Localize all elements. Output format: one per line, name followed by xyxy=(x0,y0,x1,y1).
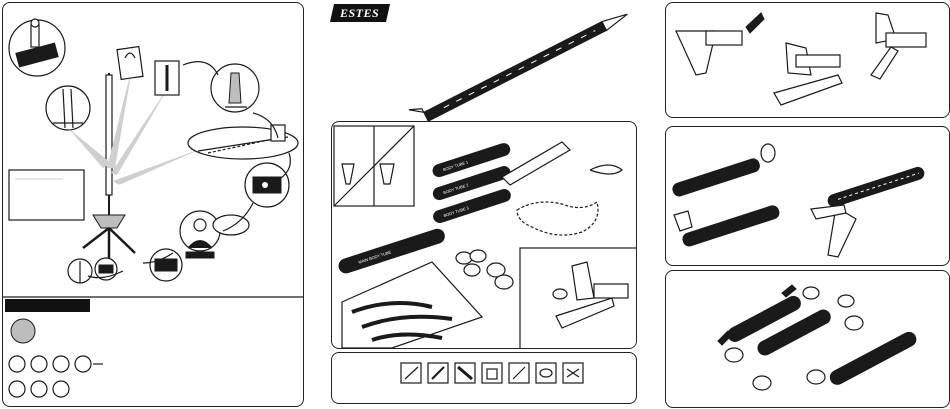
parts-illustration: BODY TUBE 1 BODY TUBE 2 BODY TUBE 3 MAIN… xyxy=(332,122,636,348)
step-assembly-panel xyxy=(665,270,950,408)
step-fins-panel xyxy=(665,2,950,118)
launch-sequence-panel xyxy=(2,2,304,407)
section-heading-bar xyxy=(5,299,90,312)
glue-icon xyxy=(482,363,502,383)
tools-panel xyxy=(331,352,637,404)
person-countdown xyxy=(180,211,249,258)
safety-icons xyxy=(9,319,103,397)
sandpaper-icon xyxy=(509,363,529,383)
rocket-rail-closeup xyxy=(188,125,298,159)
info-box xyxy=(9,170,84,220)
scissors-icon xyxy=(563,363,583,383)
igniter-closeup xyxy=(46,86,90,130)
nose-cone xyxy=(502,142,570,185)
parts-panel: BODY TUBE 1 BODY TUBE 2 BODY TUBE 3 MAIN… xyxy=(331,121,637,349)
controller-closeup xyxy=(245,163,289,207)
step-rod-top xyxy=(117,47,143,80)
ruler-icon xyxy=(455,363,475,383)
fin-steps-illustration xyxy=(666,3,949,117)
assembly-steps-illustration xyxy=(666,271,949,407)
tape-icon xyxy=(536,363,556,383)
rocket-on-pad-closeup xyxy=(211,64,259,112)
controller-small xyxy=(150,249,182,281)
launch-pad xyxy=(83,215,135,263)
engine-mount-parts xyxy=(456,250,513,289)
launch-sequence-illustration xyxy=(3,3,303,406)
launch-key-closeup xyxy=(9,19,65,76)
estes-logo-text: ESTES xyxy=(340,6,379,21)
hobby-knife-icon xyxy=(401,363,421,383)
parachute xyxy=(517,202,598,235)
decal-sheet xyxy=(342,262,482,348)
shock-cord xyxy=(590,165,622,174)
step-attach-panel xyxy=(665,126,950,266)
attach-steps-illustration xyxy=(666,127,949,265)
pencil-icon xyxy=(428,363,448,383)
step-rod-mid xyxy=(155,61,179,95)
tools-icons xyxy=(332,353,636,403)
rocket-illustration xyxy=(395,0,645,140)
pad-leg-closeup xyxy=(68,259,92,283)
